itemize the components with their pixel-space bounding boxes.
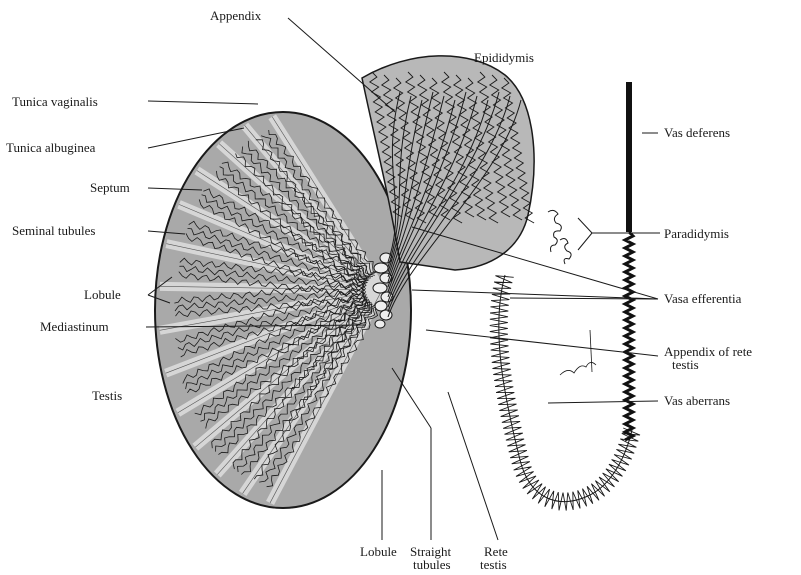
label-vas-deferens: Vas deferens [664,125,730,140]
epididymis-tail [490,275,640,511]
label-seminal-tubules: Seminal tubules [12,223,95,238]
label-testis: Testis [92,388,122,403]
epididymis-tail-coils [490,276,640,511]
label-epididymis: Epididymis [474,50,534,65]
label-tunica-vaginalis: Tunica vaginalis [12,94,98,109]
label-vas-aberrans: Vas aberrans [664,393,730,408]
testis-body [155,112,411,508]
appendix-of-rete-testis [560,330,596,375]
label-tunica-albuginea: Tunica albuginea [6,140,96,155]
label-rete-testis-line2: testis [480,557,507,572]
label-appendix: Appendix [210,8,262,23]
paradidymis [548,210,571,264]
label-vasa-efferentia: Vasa efferentia [664,291,742,306]
label-straight-tubules-line2: tubules [413,557,451,572]
label-lobule-left: Lobule [84,287,121,302]
label-mediastinum: Mediastinum [40,319,109,334]
vas-deferens [625,82,633,440]
label-lobule-bottom: Lobule [360,544,397,559]
label-septum: Septum [90,180,130,195]
label-appendix-rete-line2: testis [672,357,699,372]
label-paradidymis: Paradidymis [664,226,729,241]
